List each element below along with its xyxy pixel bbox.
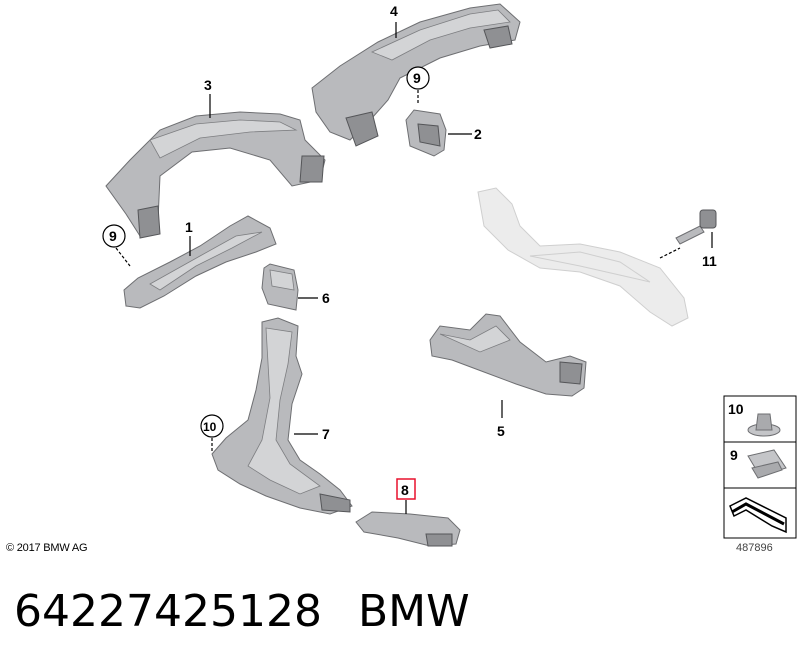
copyright-notice: © 2017 BMW AG [6, 542, 88, 554]
callout-2: 2 [474, 126, 482, 142]
part-8-duct-piece [355, 511, 461, 547]
part-2-vent [405, 109, 447, 157]
clip-icon [747, 449, 787, 479]
ghost-context-part [477, 187, 689, 327]
callout-4: 4 [390, 3, 398, 19]
callout-1: 1 [185, 219, 193, 235]
seal-strip-icon [729, 497, 787, 534]
callout-8-highlighted[interactable]: 8 [396, 478, 416, 500]
diagram-reference-number: 487896 [736, 542, 773, 554]
part-6-bracket [261, 263, 299, 311]
svg-text:8: 8 [401, 482, 409, 498]
part-11-bolt [675, 209, 717, 245]
callout-7: 7 [322, 426, 330, 442]
legend-label-10: 10 [728, 401, 744, 417]
svg-text:9: 9 [413, 70, 421, 86]
part-1-lower-duct [123, 215, 277, 309]
leader-lines [115, 22, 713, 514]
callout-9-left: 9 [102, 224, 126, 248]
callout-11: 11 [702, 253, 717, 269]
fastener-legend: 10 9 [723, 395, 797, 539]
callout-10: 10 [200, 414, 224, 438]
part-7-vertical-duct [211, 317, 353, 515]
callout-3: 3 [204, 77, 212, 93]
callout-6: 6 [322, 290, 330, 306]
brand-name: BMW [358, 586, 470, 637]
svg-text:10: 10 [203, 420, 217, 434]
part-3-left-duct [105, 111, 326, 239]
part-number: 64227425128 [14, 586, 322, 637]
nut-icon [747, 413, 781, 437]
callout-5: 5 [497, 423, 505, 439]
callout-9-top: 9 [406, 66, 430, 90]
part-4-upper-duct [311, 3, 521, 147]
legend-label-9: 9 [730, 447, 738, 463]
part-5-right-duct [429, 313, 587, 397]
svg-text:9: 9 [109, 228, 117, 244]
